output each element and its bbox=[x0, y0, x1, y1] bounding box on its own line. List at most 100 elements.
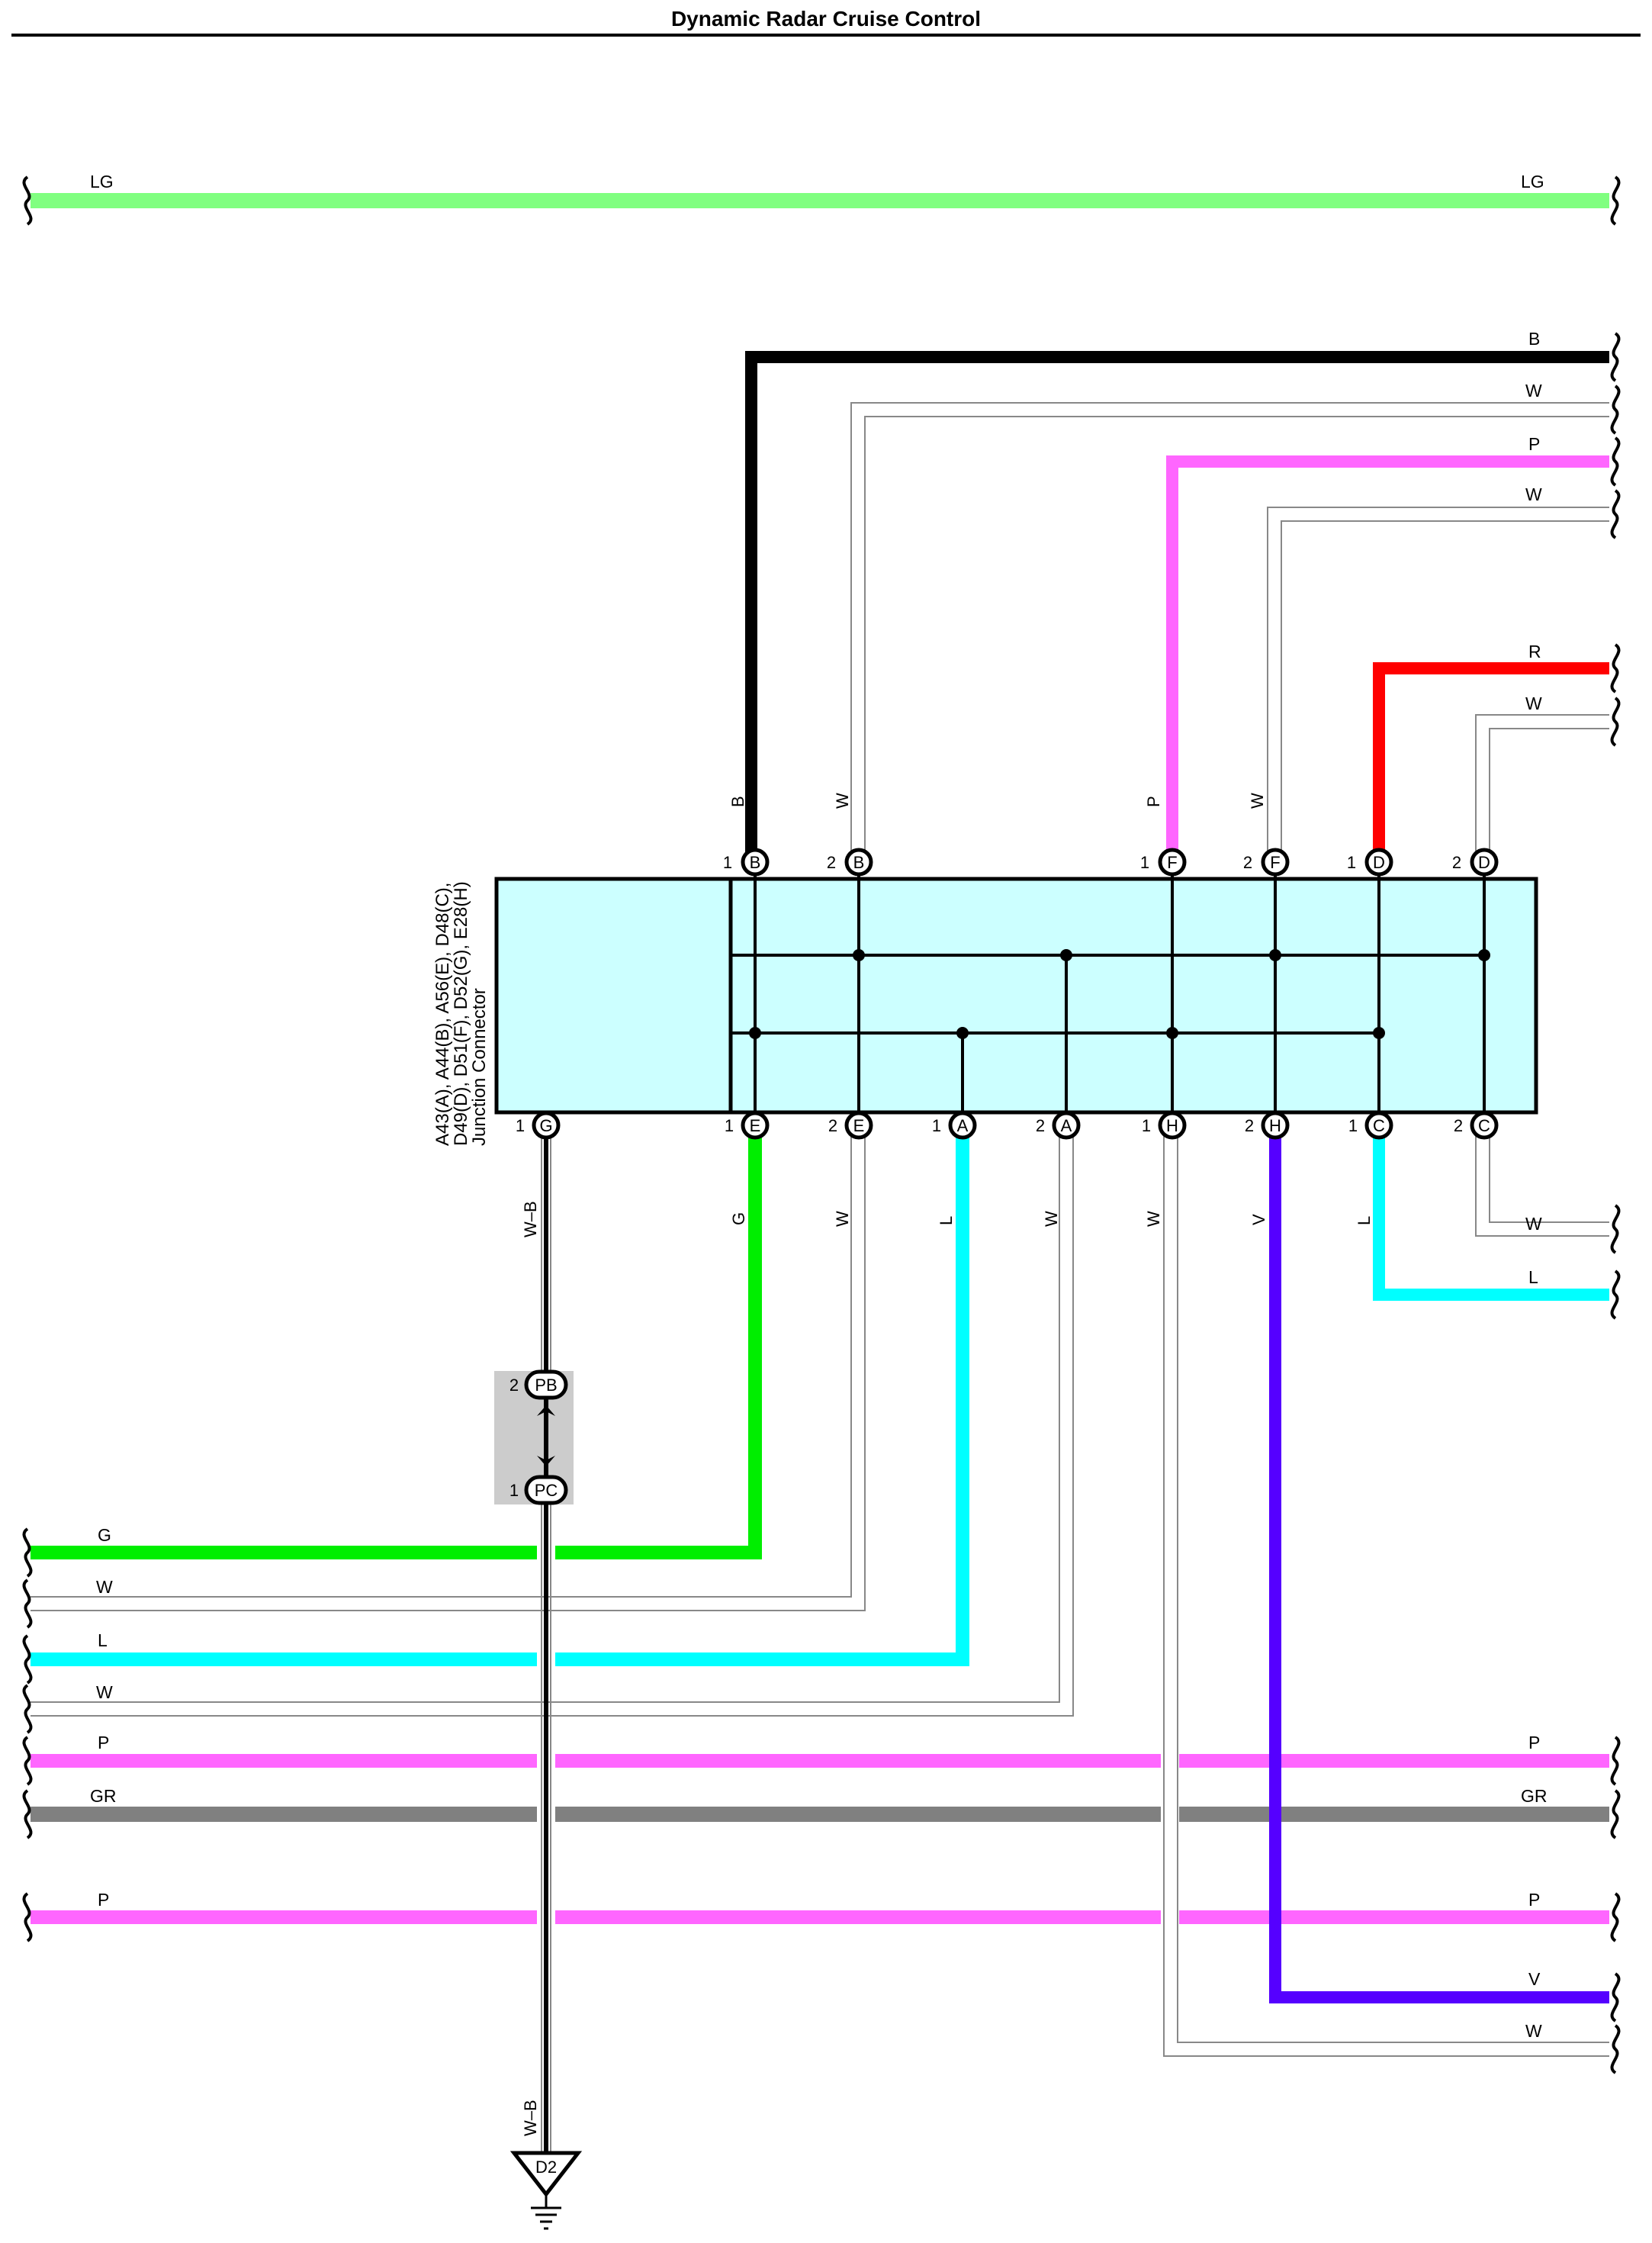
wire-break-mark bbox=[22, 1634, 33, 1685]
wire-label-p2-right: P bbox=[1528, 1733, 1540, 1752]
bottom-label-w2: W bbox=[1042, 1211, 1061, 1227]
svg-text:F: F bbox=[1270, 853, 1280, 872]
wire-break-mark bbox=[1610, 1270, 1621, 1320]
connector-arrow-down-icon bbox=[537, 1456, 555, 1466]
ground-triangle bbox=[509, 2151, 583, 2198]
wire-label-gr-left: GR bbox=[90, 1786, 117, 1806]
svg-text:2: 2 bbox=[509, 1376, 519, 1395]
wire-break-mark bbox=[22, 1578, 33, 1629]
pin-pc: PC 1 bbox=[509, 1475, 568, 1505]
svg-text:H: H bbox=[1166, 1116, 1178, 1135]
svg-text:A: A bbox=[1061, 1116, 1072, 1135]
wire-b-top: B bbox=[745, 329, 1609, 862]
wire-break-mark bbox=[1610, 1789, 1621, 1839]
ground-d2: W–B D2 bbox=[509, 2100, 583, 2230]
pin-h1: H 1 bbox=[1142, 1111, 1187, 1140]
wire-label-lg-left: LG bbox=[90, 172, 114, 191]
wire-break-mark bbox=[1610, 1892, 1621, 1942]
pin-e2: E 2 bbox=[828, 1111, 873, 1140]
wire-break-mark bbox=[1610, 1972, 1621, 2023]
bottom-label-l2: L bbox=[1355, 1216, 1374, 1225]
junction-label-2: D49(D), D51(F), D52(G), E28(H) bbox=[451, 881, 471, 1146]
wire-w-b2: W bbox=[850, 381, 1609, 862]
wire-label-b-right: B bbox=[1528, 329, 1540, 349]
wire-label-p2-left: P bbox=[98, 1890, 109, 1910]
wire-break-mark bbox=[22, 1736, 33, 1786]
svg-text:B: B bbox=[853, 853, 865, 872]
wire-break-mark bbox=[1610, 1204, 1621, 1254]
wire-l-a1: L bbox=[31, 1125, 969, 1666]
wire-w-f2: W bbox=[1267, 484, 1609, 862]
wire-label-l-right: L bbox=[1528, 1267, 1538, 1287]
wire-label-g-left: G bbox=[98, 1525, 111, 1545]
pin-d1: D 1 bbox=[1347, 848, 1393, 877]
svg-text:2: 2 bbox=[1454, 1116, 1463, 1135]
pin-b2: B 2 bbox=[827, 848, 873, 877]
svg-text:1: 1 bbox=[509, 1481, 519, 1500]
wire-label-gr-right: GR bbox=[1521, 1786, 1548, 1806]
wire-l-c1: L bbox=[1373, 1125, 1609, 1301]
pin-d2: D 2 bbox=[1452, 848, 1499, 877]
svg-text:1: 1 bbox=[725, 1116, 734, 1135]
wire-w-h1: W bbox=[1163, 1125, 1609, 2057]
ground-label: D2 bbox=[535, 2158, 557, 2177]
pin-f1: F 1 bbox=[1140, 848, 1187, 877]
wire-w-a2: W bbox=[31, 1125, 1074, 1717]
wire-gr-through: GR GR bbox=[31, 1786, 1609, 1822]
wire-wb-g1 bbox=[541, 1125, 551, 2153]
wire-label-p3-right: P bbox=[1528, 1890, 1540, 1910]
wire-p2-through: P P bbox=[31, 1890, 1609, 1924]
wire-label-r-right: R bbox=[1528, 642, 1541, 661]
page-title: Dynamic Radar Cruise Control bbox=[671, 7, 981, 31]
svg-text:E: E bbox=[750, 1116, 761, 1135]
svg-text:C: C bbox=[1373, 1116, 1385, 1135]
wire-lg-top: LG LG bbox=[31, 172, 1609, 208]
pin-b1: B 1 bbox=[723, 848, 770, 877]
bottom-label-w1: W bbox=[833, 1211, 852, 1227]
bottom-label-v: V bbox=[1249, 1214, 1268, 1225]
svg-text:2: 2 bbox=[1452, 853, 1461, 872]
bottom-label-w3: W bbox=[1144, 1211, 1163, 1227]
wire-break-mark bbox=[22, 1527, 33, 1578]
svg-text:E: E bbox=[853, 1116, 865, 1135]
wire-label-w1-left: W bbox=[96, 1577, 113, 1597]
wire-label-w2-left: W bbox=[96, 1682, 113, 1702]
svg-text:1: 1 bbox=[516, 1116, 525, 1135]
svg-text:C: C bbox=[1478, 1116, 1490, 1135]
svg-text:1: 1 bbox=[1347, 853, 1356, 872]
bottom-label-wb: W–B bbox=[521, 1201, 540, 1237]
wire-label-v-right: V bbox=[1528, 1969, 1541, 1989]
svg-text:1: 1 bbox=[932, 1116, 941, 1135]
top-label-w1: W bbox=[833, 793, 852, 809]
bottom-label-g: G bbox=[729, 1212, 748, 1225]
connector-arrow-up-icon bbox=[537, 1405, 555, 1416]
junction-connector: A43(A), A44(B), A56(E), D48(C), D49(D), … bbox=[432, 862, 1538, 1146]
wire-r-d1: R bbox=[1373, 642, 1609, 862]
wire-break-mark bbox=[1610, 1736, 1621, 1786]
ground-wire-label: W–B bbox=[521, 2100, 540, 2136]
svg-text:2: 2 bbox=[827, 853, 836, 872]
wire-break-mark bbox=[1610, 697, 1621, 747]
bottom-label-l1: L bbox=[937, 1216, 956, 1225]
wire-label-p-left: P bbox=[98, 1733, 109, 1752]
svg-text:D: D bbox=[1478, 853, 1490, 872]
wire-w-d2: W bbox=[1475, 693, 1609, 862]
pin-e1: E 1 bbox=[725, 1111, 770, 1140]
wire-w-c2: W bbox=[1475, 1125, 1609, 1237]
top-label-p: P bbox=[1144, 796, 1163, 807]
svg-text:PB: PB bbox=[535, 1376, 557, 1395]
wire-w-e2: W bbox=[31, 1125, 866, 1611]
pin-c2: C 2 bbox=[1454, 1111, 1499, 1140]
wire-break-mark bbox=[1610, 175, 1621, 226]
wire-break-mark bbox=[1610, 643, 1621, 693]
top-label-b: B bbox=[728, 796, 747, 807]
wire-label-w4-right: W bbox=[1525, 1214, 1542, 1234]
svg-text:B: B bbox=[750, 853, 761, 872]
wire-p-f1: P bbox=[1166, 434, 1609, 862]
svg-text:H: H bbox=[1269, 1116, 1281, 1135]
wire-label-lg-right: LG bbox=[1521, 172, 1544, 191]
wire-label-w3-right: W bbox=[1525, 693, 1542, 713]
wire-label-p-right: P bbox=[1528, 434, 1540, 454]
svg-text:G: G bbox=[539, 1116, 552, 1135]
